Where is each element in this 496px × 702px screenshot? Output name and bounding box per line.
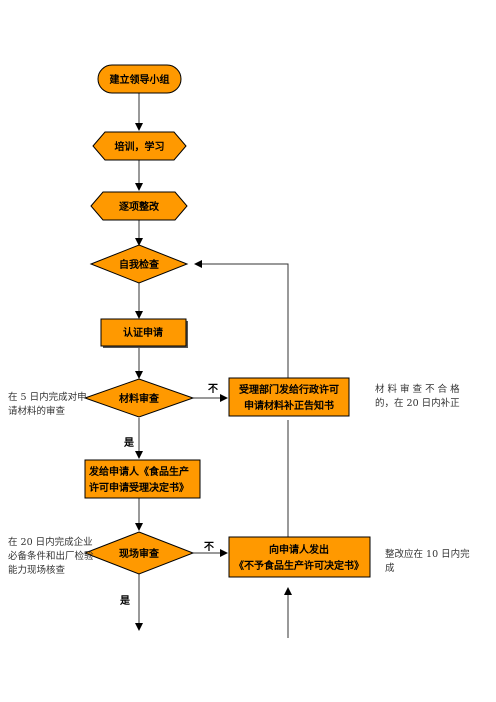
node-rejection-line1: 向申请人发出 bbox=[269, 543, 329, 556]
note-fix-10days: 整改应在 10 日内完成 bbox=[385, 549, 470, 574]
edge-label-yes-1: 是 bbox=[123, 437, 134, 449]
node-site-review: 现场审查 bbox=[83, 531, 195, 575]
node-training-label: 培训，学习 bbox=[115, 140, 165, 153]
node-rejection-line2: 《不予食品生产许可决定书》 bbox=[234, 559, 364, 572]
node-leadership: 建立领导小组 bbox=[97, 64, 182, 94]
node-material-review-label: 材料审查 bbox=[119, 392, 160, 405]
node-self-check-label: 自我检查 bbox=[119, 258, 160, 271]
node-correction-notice-line1: 受理部门发给行政许可 bbox=[239, 383, 339, 396]
node-rejection-decision: 向申请人发出 《不予食品生产许可决定书》 bbox=[228, 536, 371, 578]
note-site-20days: 在 20 日内完成企业必备条件和出厂检验能力现场核查 bbox=[8, 537, 94, 576]
connectors bbox=[135, 93, 292, 638]
node-acceptance-line1: 发给申请人《食品生产 bbox=[88, 465, 189, 478]
edge-label-no-2: 不 bbox=[204, 541, 214, 553]
node-rectification-label: 逐项整改 bbox=[119, 200, 160, 213]
node-rectification: 逐项整改 bbox=[90, 191, 188, 221]
node-correction-notice: 受理部门发给行政许可 申请材料补正告知书 bbox=[228, 377, 350, 417]
note-fail-20days: 材 料 审 查 不 合 格的，在 20 日内补正 bbox=[375, 384, 460, 409]
node-acceptance-line2: 许可申请受理决定书》 bbox=[89, 481, 189, 494]
note-review-5days: 在 5 日内完成对申请材料的审查 bbox=[8, 392, 87, 417]
edge-label-yes-2: 是 bbox=[119, 595, 130, 607]
node-acceptance-decision: 发给申请人《食品生产 许可申请受理决定书》 bbox=[84, 459, 201, 499]
node-site-review-label: 现场审查 bbox=[119, 547, 160, 560]
node-cert-apply-label: 认证申请 bbox=[123, 326, 163, 339]
edge-label-no-1: 不 bbox=[208, 383, 218, 395]
node-correction-notice-line2: 申请材料补正告知书 bbox=[244, 399, 334, 412]
node-leadership-label: 建立领导小组 bbox=[109, 73, 170, 86]
node-self-check: 自我检查 bbox=[89, 244, 189, 284]
edge-notice-back-to-selfcheck bbox=[194, 260, 289, 378]
node-cert-apply: 认证申请 bbox=[100, 318, 188, 348]
node-training: 培训，学习 bbox=[92, 131, 187, 161]
node-material-review: 材料审查 bbox=[83, 378, 195, 418]
